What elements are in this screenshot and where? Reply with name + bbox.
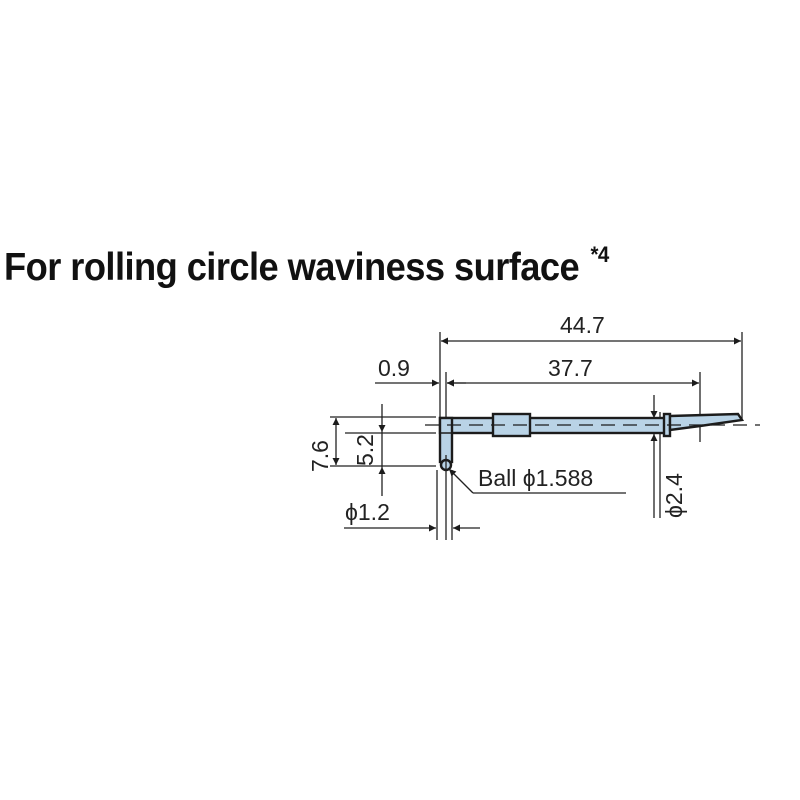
dimension-shaft-length: 37.7 [447, 355, 699, 387]
dim-44-7: 44.7 [560, 312, 605, 338]
dimension-tip-offset: 0.9 [375, 355, 466, 387]
dim-phi-2-4: ϕ2.4 [661, 473, 687, 518]
stylus-body [425, 412, 760, 540]
dimension-height-tip: 5.2 [352, 404, 386, 496]
drawing-title: For rolling circle waviness surface *4 [4, 242, 609, 290]
title-text: For rolling circle waviness surface [4, 246, 589, 289]
dimension-tip-diameter: ϕ1.2 [344, 499, 480, 532]
dim-phi-1-2: ϕ1.2 [345, 499, 390, 525]
footnote-marker: *4 [590, 242, 610, 267]
dim-37-7: 37.7 [548, 355, 593, 381]
dim-7-6: 7.6 [307, 440, 333, 472]
dimension-height-total: 7.6 [307, 418, 340, 472]
dimension-shaft-diameter: ϕ2.4 [650, 395, 687, 518]
ball-label: Ball ϕ1.588 [478, 465, 593, 491]
ball-callout: Ball ϕ1.588 [448, 465, 626, 494]
dim-5-2: 5.2 [352, 434, 378, 466]
dim-0-9: 0.9 [378, 355, 410, 381]
dimension-overall-length: 44.7 [441, 312, 741, 345]
